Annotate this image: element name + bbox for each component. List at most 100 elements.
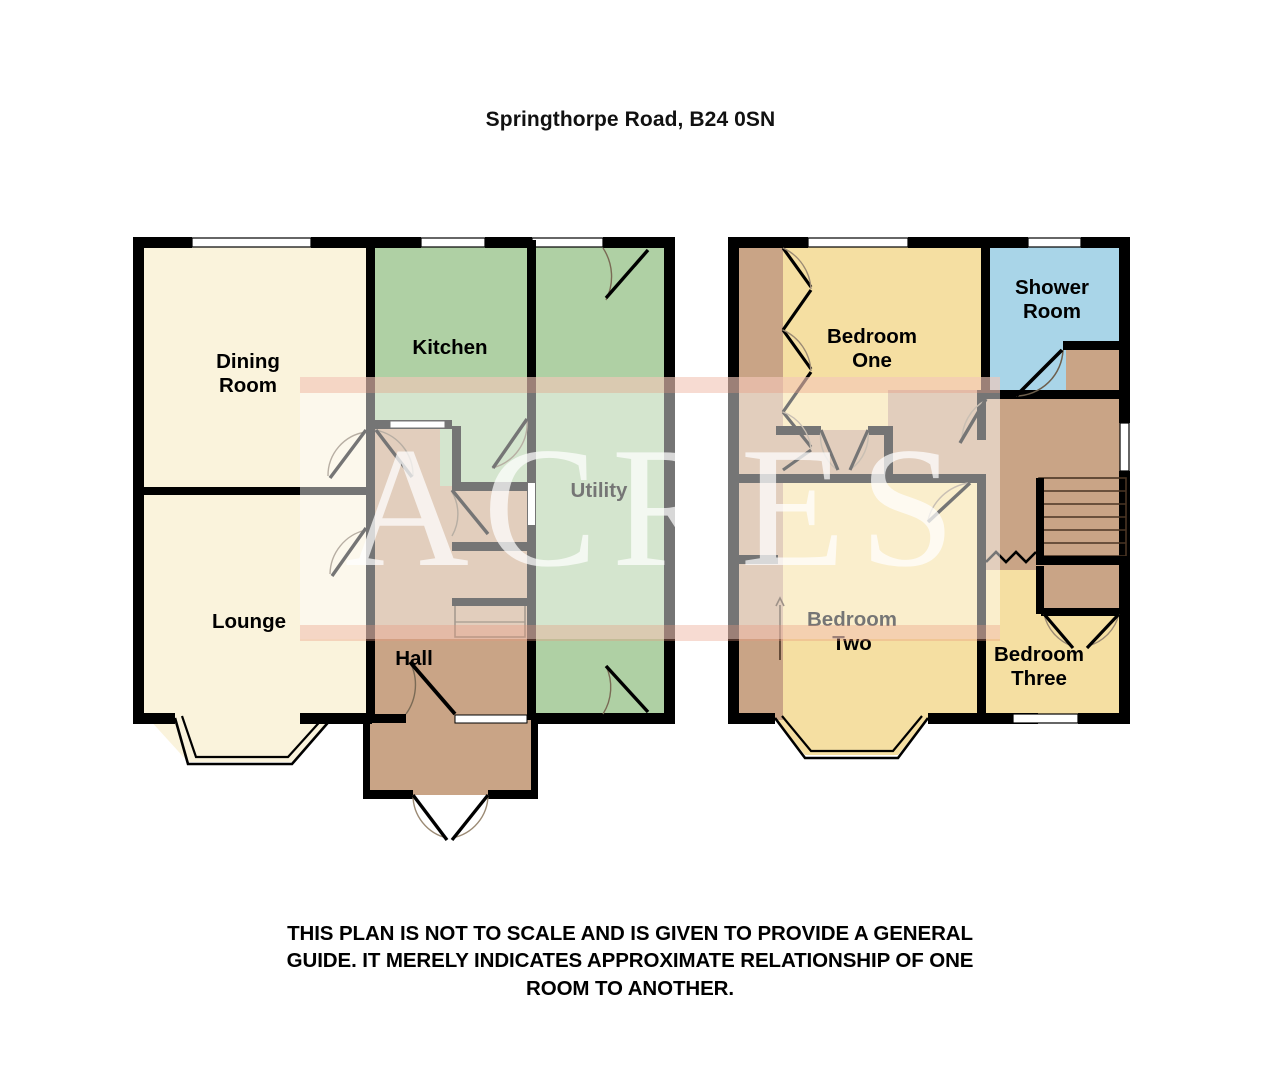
stairwell-break-line bbox=[985, 550, 1037, 564]
first-right-wall-a bbox=[1119, 237, 1130, 423]
ground-top-wall-c bbox=[485, 237, 532, 248]
shower-room-bottom-wall bbox=[1063, 341, 1125, 350]
ground-bottom-wall-b bbox=[300, 713, 372, 724]
page-title: Springthorpe Road, B24 0SN bbox=[485, 108, 776, 131]
bedroom-one-door-arc-right bbox=[850, 429, 870, 470]
first-top-wall-c bbox=[1081, 237, 1130, 248]
disclaimer-line-1: THIS PLAN IS NOT TO SCALE AND IS GIVEN T… bbox=[287, 922, 973, 945]
dining-kitchen-wall bbox=[366, 240, 375, 423]
hall-wide-fill bbox=[440, 544, 532, 720]
bedroom-three-cupboard-top bbox=[1041, 608, 1127, 616]
shower-room-door-leaf bbox=[1014, 348, 1064, 398]
first-floor-plan bbox=[728, 237, 1130, 760]
dining-room-fill bbox=[140, 240, 372, 492]
hall-stair-wall-top bbox=[452, 598, 532, 606]
porch-right-wall bbox=[531, 720, 538, 798]
shower-room-lower-fill bbox=[1066, 345, 1126, 397]
kitchen-utility-door-arc bbox=[491, 419, 528, 469]
kitchen-utility-door-leaf bbox=[491, 418, 529, 469]
porch-top-wall-left bbox=[368, 714, 406, 723]
first-bottom-wall-d bbox=[1078, 713, 1130, 724]
porch-door-arc-right bbox=[451, 794, 489, 839]
first-top-wall-a bbox=[728, 237, 808, 248]
bedroom-three-cupboard-wall bbox=[1036, 566, 1044, 614]
bedroom-two-bay-outer bbox=[773, 717, 930, 760]
porch-bottom-wall-b bbox=[488, 790, 538, 799]
shower-room-lower-wall bbox=[986, 390, 1130, 399]
utility-door-gap bbox=[528, 483, 535, 525]
ground-top-window-2 bbox=[420, 237, 486, 248]
bedroom-one-door-arc-left bbox=[819, 429, 837, 470]
bedroom-one-landing-door-leaf bbox=[958, 398, 988, 444]
bedroom-one-bottom-wall bbox=[733, 474, 893, 483]
landing-small-wall bbox=[733, 555, 778, 564]
shower-room-door-arc bbox=[1015, 349, 1064, 397]
first-bottom-window bbox=[1012, 713, 1079, 724]
bedroom-three-cupboard-fill bbox=[1041, 570, 1126, 612]
lounge-bay-window-inner bbox=[180, 715, 326, 759]
porch-door-arc-left bbox=[412, 794, 448, 839]
ground-top-wall-a bbox=[133, 237, 192, 248]
bedroom-two-right-wall bbox=[977, 478, 986, 720]
first-top-window-2 bbox=[1027, 237, 1082, 248]
porch-fill bbox=[368, 720, 536, 795]
porch-door-leaf-left bbox=[411, 793, 449, 842]
hall-right-wall-upper bbox=[452, 426, 461, 488]
utility-rear-door-leaf bbox=[604, 664, 650, 714]
lounge-door-arc bbox=[329, 529, 367, 575]
stair-bottom-wall bbox=[1036, 556, 1128, 565]
bedroom-three-door-leaf-right bbox=[1085, 612, 1121, 650]
first-bottom-wall-a bbox=[728, 713, 775, 724]
kitchen-door-leaf bbox=[374, 428, 414, 479]
stair-left-wall bbox=[1036, 478, 1044, 560]
landing-strip-left bbox=[733, 478, 783, 720]
bedroom-two-marker-arrow bbox=[775, 596, 785, 607]
ground-floor-plan bbox=[133, 237, 675, 842]
kitchen-door-arc bbox=[374, 429, 414, 477]
bedroom-one-wardrobe-right bbox=[884, 426, 893, 478]
hall-cupboard-door-leaf bbox=[450, 488, 490, 536]
ground-right-wall bbox=[664, 237, 675, 724]
porch-bottom-wall-a bbox=[363, 790, 413, 799]
first-right-wall-b bbox=[1119, 471, 1130, 724]
bedroom-one-wardrobe-doors bbox=[781, 247, 813, 472]
bedroom-one-wardrobe-wall-b bbox=[868, 426, 893, 435]
first-top-window-1 bbox=[807, 237, 909, 248]
utility-partition-wall bbox=[527, 430, 536, 720]
lounge-fill bbox=[140, 492, 372, 720]
bedroom-one-door-leaf-left bbox=[819, 429, 840, 471]
kitchen-fill bbox=[372, 240, 532, 426]
bedroom-two-bay-fill bbox=[775, 718, 928, 755]
porch-top-window bbox=[454, 714, 528, 724]
dining-door-arc bbox=[327, 431, 367, 477]
ground-top-window-3 bbox=[531, 237, 604, 248]
ground-top-window-1 bbox=[191, 237, 312, 248]
first-bottom-wall-b bbox=[928, 713, 988, 724]
hall-cupboard-door-arc bbox=[451, 491, 459, 537]
kitchen-bottom-window bbox=[389, 420, 446, 429]
bedroom-two-door-leaf bbox=[926, 481, 972, 524]
hall-cupboard-top-wall bbox=[452, 482, 532, 491]
first-top-wall-b bbox=[908, 237, 1028, 248]
ground-bottom-wall-c bbox=[532, 713, 675, 724]
lounge-door-leaf bbox=[330, 527, 368, 577]
disclaimer-line-3: ROOM TO ANOTHER. bbox=[526, 976, 734, 1000]
ground-top-wall-d bbox=[603, 237, 675, 248]
ground-bottom-wall-a bbox=[133, 713, 175, 724]
lounge-bay-window-outer bbox=[173, 717, 333, 766]
bedroom-two-bay-inner bbox=[781, 715, 923, 753]
landing-main-fill bbox=[986, 390, 1126, 580]
bedroom-one-door-leaf-right bbox=[848, 429, 870, 471]
hall-left-wall bbox=[366, 423, 375, 721]
landing-mid-fill bbox=[888, 390, 986, 480]
utility-top-door-leaf bbox=[604, 248, 650, 300]
bedroom-one-right-wall bbox=[981, 240, 990, 395]
landing-partition-upper bbox=[977, 390, 986, 440]
disclaimer-line-2: GUIDE. IT MERELY INDICATES APPROXIMATE R… bbox=[286, 949, 974, 973]
disclaimer-text: THIS PLAN IS NOT TO SCALE AND IS GIVEN T… bbox=[170, 920, 1090, 1002]
bedroom-two-door-arc bbox=[927, 482, 969, 521]
dining-lounge-divider bbox=[140, 487, 372, 495]
dining-door-leaf bbox=[328, 428, 368, 480]
